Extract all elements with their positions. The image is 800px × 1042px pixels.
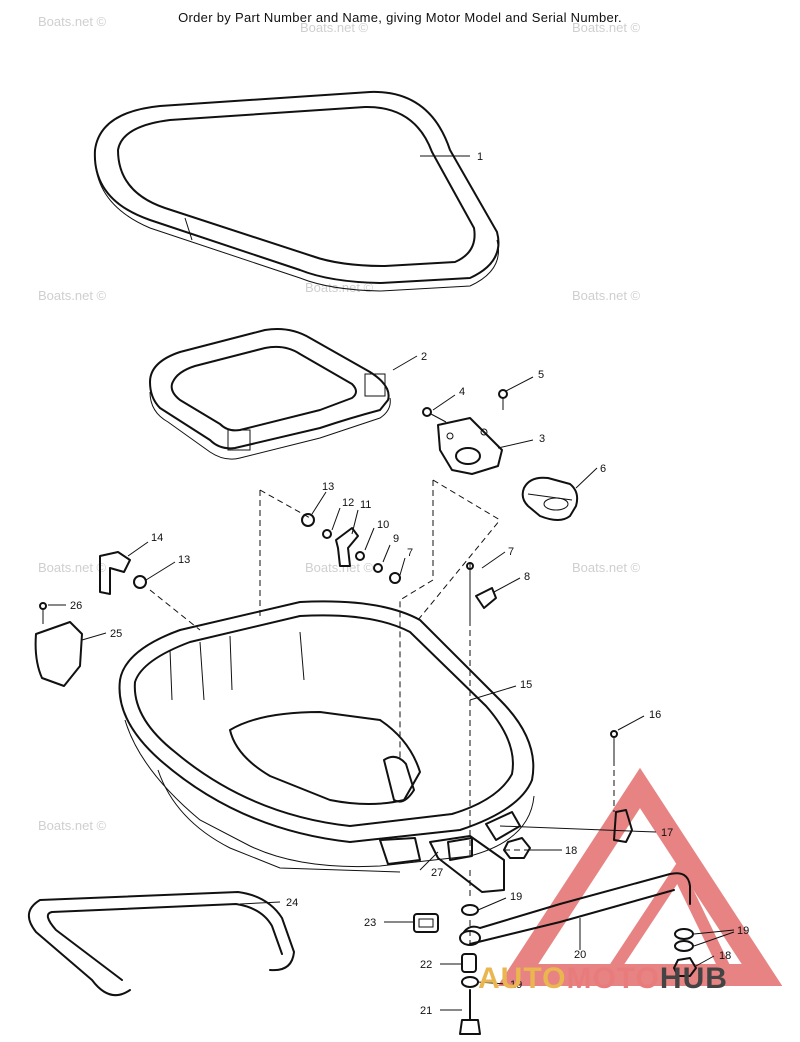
part-16-screw bbox=[610, 730, 618, 760]
leader-lines bbox=[48, 155, 735, 1011]
callout-6: 6 bbox=[600, 463, 606, 475]
logo-hub: HUB bbox=[659, 962, 728, 995]
callout-17: 17 bbox=[661, 827, 673, 839]
part-25-cap bbox=[34, 621, 83, 687]
callout-5: 5 bbox=[538, 369, 544, 381]
watermark: Boats.net © bbox=[300, 20, 369, 35]
logo-triangle bbox=[497, 767, 783, 986]
part-26-screw bbox=[39, 602, 47, 624]
callout-18: 18 bbox=[565, 845, 577, 857]
callout-19: 19 bbox=[737, 925, 749, 937]
callout-8: 8 bbox=[524, 571, 530, 583]
watermark: Boats.net © bbox=[572, 20, 641, 35]
callout-2: 2 bbox=[421, 351, 427, 363]
callout-23: 23 bbox=[364, 917, 376, 929]
watermark: Boats.net © bbox=[38, 14, 107, 29]
watermark: Boats.net © bbox=[38, 560, 107, 575]
callout-19: 19 bbox=[510, 979, 522, 991]
part-5-screw bbox=[498, 389, 508, 410]
part-24-seal bbox=[28, 891, 295, 997]
callout-15: 15 bbox=[520, 679, 532, 691]
part-22-bushing bbox=[461, 953, 477, 973]
part-19-washers bbox=[461, 904, 694, 988]
part-17-clip bbox=[613, 809, 633, 843]
watermark: Boats.net © bbox=[38, 288, 107, 303]
part-23-clip bbox=[413, 913, 439, 933]
watermark: Boats.net © bbox=[572, 560, 641, 575]
watermark: Boats.net © bbox=[572, 288, 641, 303]
callout-3: 3 bbox=[539, 433, 545, 445]
order-instruction: Order by Part Number and Name, giving Mo… bbox=[178, 10, 622, 25]
part-27-plate bbox=[447, 837, 473, 861]
callout-25: 25 bbox=[110, 628, 122, 640]
callout-11: 11 bbox=[360, 499, 371, 511]
callout-24: 24 bbox=[286, 897, 298, 909]
callout-13: 13 bbox=[178, 554, 190, 566]
logo-moto: MOTO bbox=[566, 962, 660, 995]
callout-labels: 1 2 3 4 5 6 7 7 8 9 10 11 12 13 13 14 15… bbox=[70, 151, 749, 1017]
callout-1: 1 bbox=[477, 151, 483, 163]
assembly-lines bbox=[149, 479, 615, 950]
callout-14: 14 bbox=[151, 532, 163, 544]
callout-13: 13 bbox=[322, 481, 334, 493]
part-6-latch bbox=[521, 476, 579, 521]
small-hardware bbox=[133, 513, 497, 620]
callout-7: 7 bbox=[407, 547, 413, 559]
part-14-handle bbox=[99, 551, 131, 595]
automotohub-logo: AUTOMOTOHUB bbox=[478, 962, 728, 996]
watermark: Boats.net © bbox=[305, 560, 374, 575]
callout-9: 9 bbox=[393, 533, 399, 545]
part-2-frame bbox=[149, 328, 391, 460]
callout-20: 20 bbox=[574, 949, 586, 961]
callout-16: 16 bbox=[649, 709, 661, 721]
callout-12: 12 bbox=[342, 497, 354, 509]
watermark: Boats.net © bbox=[38, 818, 107, 833]
part-21-bolt bbox=[459, 989, 481, 1035]
callout-19: 19 bbox=[510, 891, 522, 903]
callout-21: 21 bbox=[420, 1005, 432, 1017]
part-4-screw bbox=[422, 407, 447, 423]
logo-auto: AUTO bbox=[478, 962, 567, 995]
callout-22: 22 bbox=[420, 959, 432, 971]
callout-18: 18 bbox=[719, 950, 731, 962]
part-15-cowl bbox=[118, 600, 535, 893]
part-3-bracket bbox=[437, 417, 503, 475]
callout-27: 27 bbox=[431, 867, 443, 879]
part-1-gasket bbox=[93, 90, 500, 292]
callout-10: 10 bbox=[377, 519, 389, 531]
callout-7: 7 bbox=[508, 546, 514, 558]
callout-4: 4 bbox=[459, 386, 465, 398]
callout-26: 26 bbox=[70, 600, 82, 612]
